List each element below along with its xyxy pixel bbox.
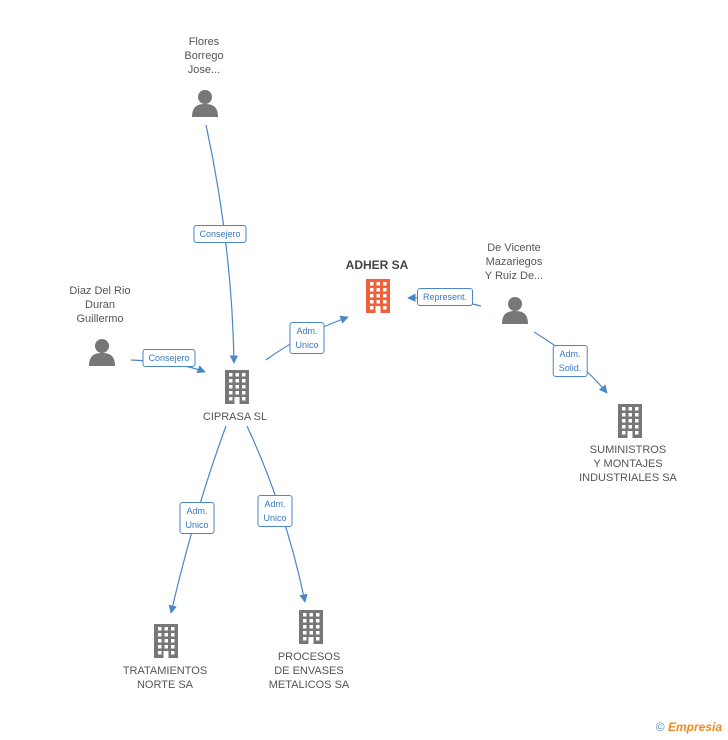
edge-label-devicente-to-suministros[interactable]: Adm. Solid. [552,345,588,377]
edge-label-line: Unico [295,340,319,350]
edge-label-diaz-to-ciprasa[interactable]: Consejero [142,349,196,367]
diaz-person-icon[interactable] [87,337,117,372]
edge-label-ciprasa-to-tratamientos[interactable]: Adm. Unico [179,502,215,534]
edge-label-line: Adm. [264,499,286,509]
flores-label-line: Jose... [187,64,221,76]
flores-label-line: Borrego [184,50,224,62]
edge-flores-to-ciprasa [205,124,239,364]
footer-brand[interactable]: © Empresia [656,720,722,734]
procesos-label-line: DE ENVASES [274,665,344,677]
edge-label-line: Adm. [186,506,208,516]
procesos-label-line: PROCESOS [277,651,341,663]
tratamientos-company-icon[interactable] [151,623,181,664]
edge-label-ciprasa-to-adher[interactable]: Adm. Unico [289,322,325,354]
suministros-label-line: INDUSTRIALES SA [579,472,677,484]
adher-company-icon[interactable] [363,278,393,319]
edge-label-line: Adm. [559,349,581,359]
procesos-label-line: METALICOS SA [268,679,350,691]
procesos-company-icon[interactable] [296,609,326,650]
tratamientos-label-line: NORTE SA [136,679,194,691]
ciprasa-label[interactable]: CIPRASA SL [203,410,267,424]
flores-person-icon[interactable] [190,88,220,123]
brand-logo-text: Empresia [667,720,722,734]
procesos-label[interactable]: PROCESOS DE ENVASES METALICOS SA [269,650,349,692]
edge-label-line: Solid. [558,363,582,373]
edge-label-line: Unico [185,520,209,530]
devicente-person-icon[interactable] [500,295,530,330]
tratamientos-label-line: TRATAMIENTOS [122,665,208,677]
adher-label-line: ADHER SA [345,258,409,272]
ciprasa-company-icon[interactable] [222,369,252,410]
edge-label-line: Adm. [296,326,318,336]
suministros-label[interactable]: SUMINISTROS Y MONTAJES INDUSTRIALES SA [579,443,677,485]
suministros-company-icon[interactable] [615,403,645,444]
suministros-label-line: SUMINISTROS [589,444,667,456]
adher-label[interactable]: ADHER SA [346,258,409,272]
copyright-symbol: © [655,720,665,734]
diaz-label-line: Duran [85,299,115,311]
suministros-label-line: Y MONTAJES [593,458,663,470]
edge-label-line: Consejero [148,353,190,363]
edge-label-ciprasa-to-procesos[interactable]: Adm. Unico [257,495,293,527]
edge-label-line: Consejero [199,229,241,239]
devicente-label-line: De Vicente [487,242,541,254]
devicente-label-line: Mazariegos [485,256,543,268]
diaz-label-line: Diaz Del Rio [69,285,131,297]
flores-label-line: Flores [188,36,220,48]
devicente-label-line: Y Ruiz De... [484,270,544,282]
ciprasa-label-line: CIPRASA SL [202,411,268,423]
edge-label-devicente-to-adher[interactable]: Represent. [416,288,474,306]
edge-label-line: Represent. [422,292,468,302]
edge-label-flores-to-ciprasa[interactable]: Consejero [193,225,247,243]
tratamientos-label[interactable]: TRATAMIENTOS NORTE SA [123,664,207,692]
edge-label-line: Unico [263,513,287,523]
diaz-label-line: Guillermo [76,313,124,325]
